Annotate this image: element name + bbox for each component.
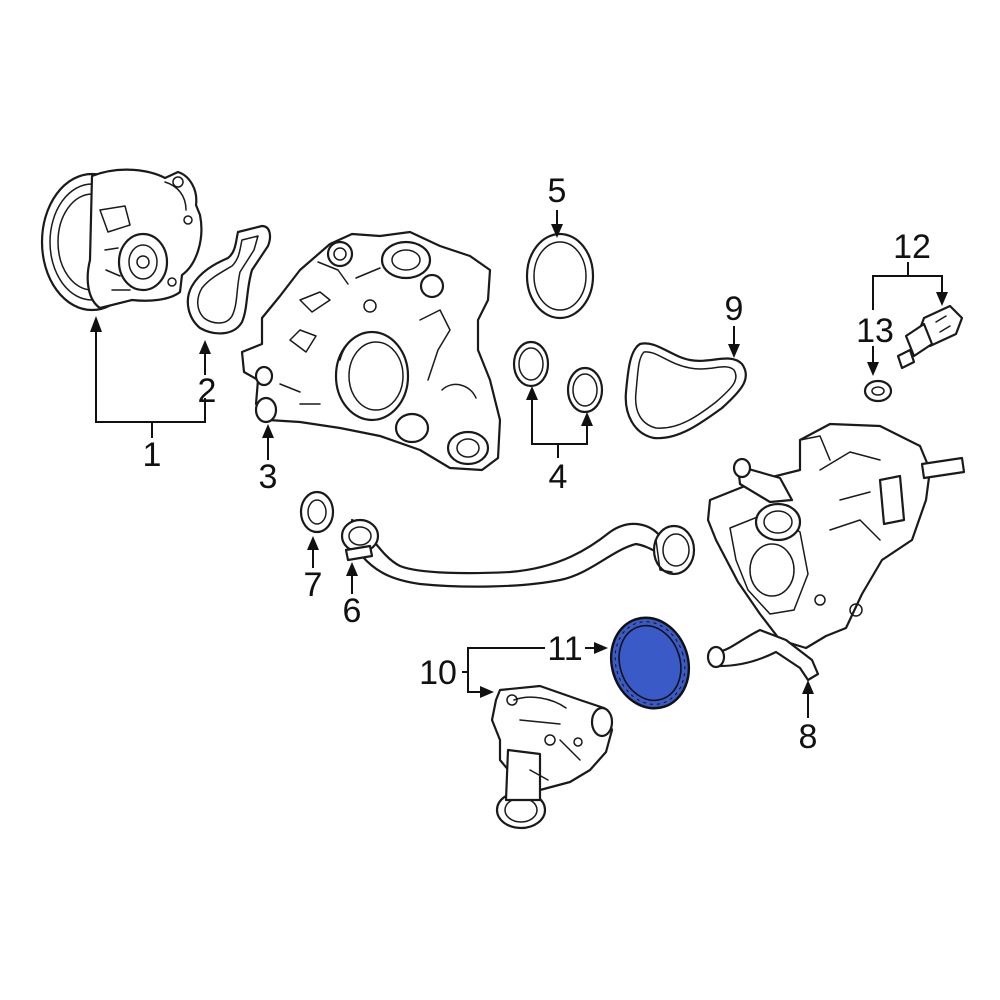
water-pump[interactable]	[40, 168, 203, 312]
callout-8: 8	[799, 718, 818, 756]
callout-12: 12	[893, 228, 931, 266]
callout-10: 10	[419, 654, 457, 692]
sensor-washer[interactable]	[863, 379, 893, 403]
large-o-ring[interactable]	[525, 232, 595, 320]
leader-lines	[95, 210, 943, 718]
callout-13: 13	[856, 312, 894, 350]
leader-arrowheads	[90, 224, 948, 698]
housing-gasket[interactable]	[624, 342, 747, 440]
callout-7: 7	[304, 566, 323, 604]
callout-9: 9	[725, 290, 744, 328]
thermostat-gasket-highlighted[interactable]	[600, 608, 701, 719]
engine-housing[interactable]	[240, 230, 502, 472]
thermostat-housing[interactable]	[706, 422, 966, 682]
o-ring-pair[interactable]	[512, 340, 604, 414]
callout-5: 5	[548, 172, 567, 210]
coolant-pipe[interactable]	[340, 518, 696, 588]
callout-6: 6	[343, 592, 362, 630]
small-o-ring[interactable]	[299, 490, 335, 534]
callout-4: 4	[549, 458, 568, 496]
callout-labels: 1 2 3 4 5 6 7 8 9 10 11 12 13	[143, 172, 931, 756]
temperature-sensor[interactable]	[896, 304, 964, 370]
callout-2: 2	[198, 372, 217, 410]
callout-3: 3	[259, 458, 278, 496]
thermostat[interactable]	[490, 684, 614, 830]
water-pump-gasket[interactable]	[186, 224, 272, 335]
callout-11: 11	[547, 630, 582, 668]
callout-1: 1	[143, 436, 162, 474]
